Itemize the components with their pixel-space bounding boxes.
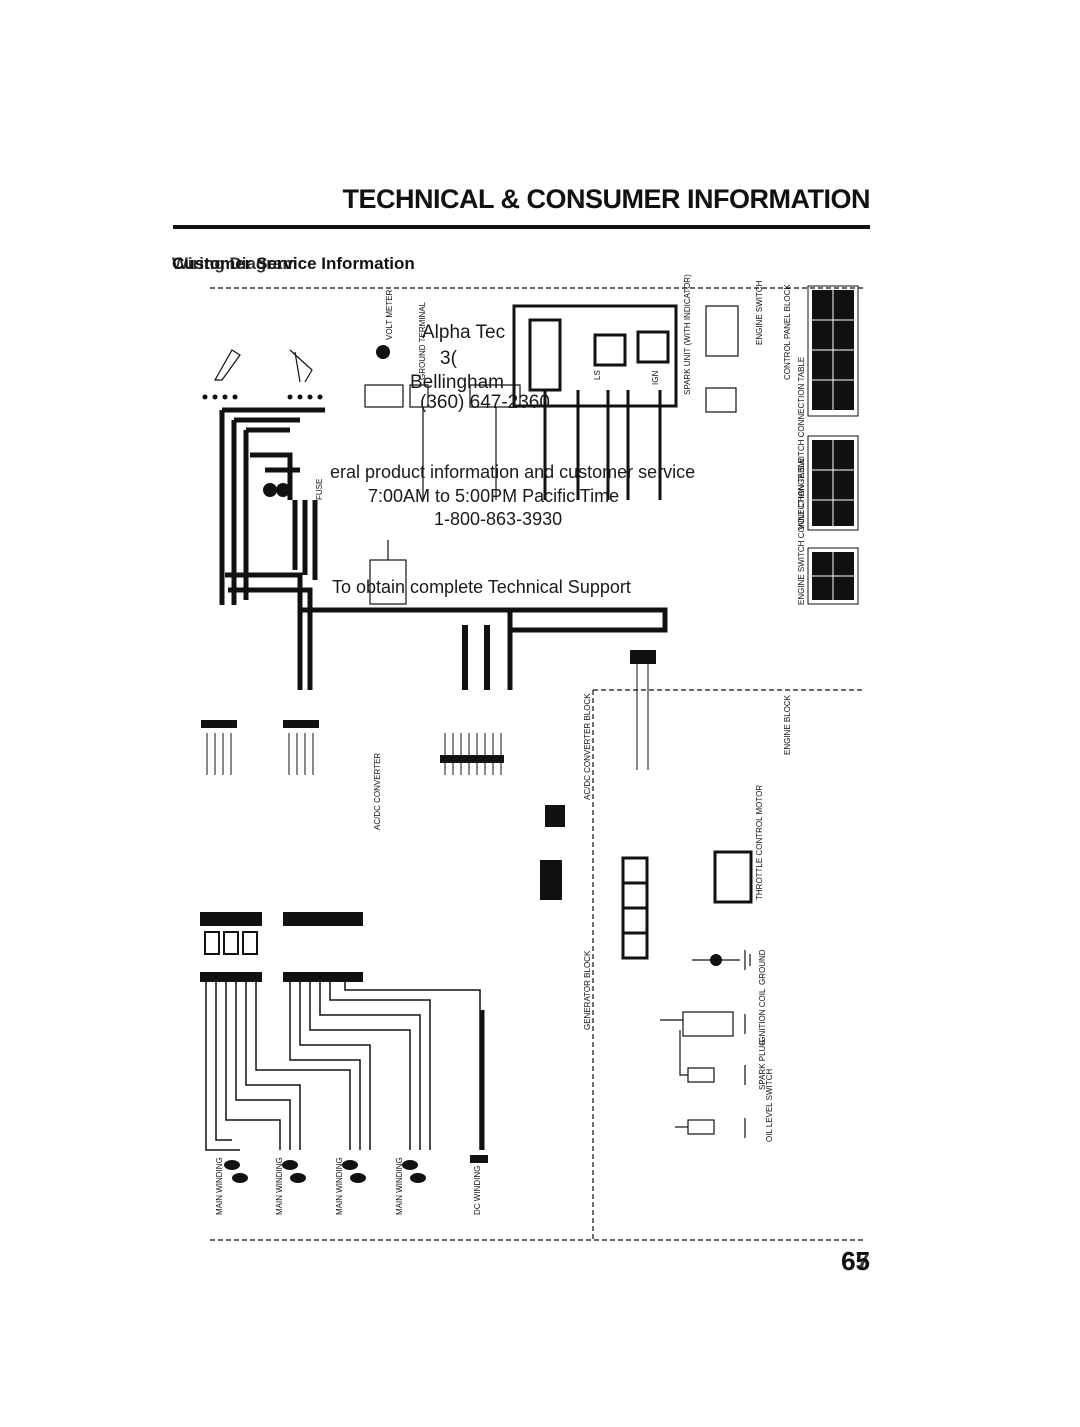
ls-label: LS xyxy=(593,370,602,380)
page-number-a: 65 xyxy=(841,1246,870,1276)
main-winding-label-2: MAIN WINDING xyxy=(275,1157,284,1215)
dealer-phone: (360) 647-2360 xyxy=(420,392,550,413)
tech-support-text: To obtain complete Technical Support xyxy=(332,577,631,597)
ac-dc-converter-label: AC/DC CONVERTER xyxy=(373,753,382,830)
dc-winding-label: DC WINDING xyxy=(473,1166,482,1215)
fuse-label: FUSE xyxy=(315,479,324,500)
general-info-text: eral product information and customer se… xyxy=(330,462,696,482)
main-winding-label-4: MAIN WINDING xyxy=(395,1157,404,1215)
spark-plug-label: SPARK PLUG xyxy=(758,1039,767,1090)
engine-switch-label: ENGINE SWITCH xyxy=(755,280,764,345)
volt-meter-label: VOLT METER xyxy=(385,289,394,340)
ac-dc-converter-block-label: AC/DC CONVERTER BLOCK xyxy=(583,693,592,800)
section-heading: Customer Service Information Wiring Diag… xyxy=(172,254,415,274)
page-number-b: 67 xyxy=(841,1246,870,1276)
service-hours: 7:00AM to 5:00PM Pacific Time xyxy=(368,486,620,506)
throttle-control-motor-label: THROTTLE CONTROL MOTOR xyxy=(755,785,764,900)
main-winding-label-1: MAIN WINDING xyxy=(215,1157,224,1215)
control-panel-block-label: CONTROL PANEL BLOCK xyxy=(783,284,792,380)
section-title-wiring-diagram: Wiring Diagram xyxy=(172,254,298,273)
toll-free-number: 1-800-863-3930 xyxy=(434,509,563,529)
ground-label: GROUND xyxy=(758,949,767,985)
volt-change-table-label: VOLT CHANGE SWITCH CONNECTION TABLE xyxy=(797,357,806,530)
section-title-customer-service: Customer Service Information xyxy=(172,254,415,273)
generator-block-label: GENERATOR BLOCK xyxy=(583,950,592,1030)
dealer-name: Alpha Tec xyxy=(422,322,506,343)
ground-terminal-label: GROUND TERMINAL xyxy=(418,301,427,380)
oil-level-switch-label: OIL LEVEL SWITCH xyxy=(765,1069,774,1142)
main-winding-label-3: MAIN WINDING xyxy=(335,1157,344,1215)
dealer-phone-partial: 3( xyxy=(440,348,457,369)
ignition-coil-label: IGNITION COIL xyxy=(758,988,767,1045)
engine-block-label: ENGINE BLOCK xyxy=(783,694,792,755)
title-rule xyxy=(173,225,870,229)
ign-label: IGN xyxy=(651,371,660,385)
dealer-city: Bellingham xyxy=(410,372,504,393)
page-title: TECHNICAL & CONSUMER INFORMATION xyxy=(342,184,871,214)
engine-switch-table-label: ENGINE SWITCH CONNECTION TABLE xyxy=(797,458,806,605)
spark-unit-label: SPARK UNIT (WITH INDICATOR) xyxy=(683,274,692,395)
